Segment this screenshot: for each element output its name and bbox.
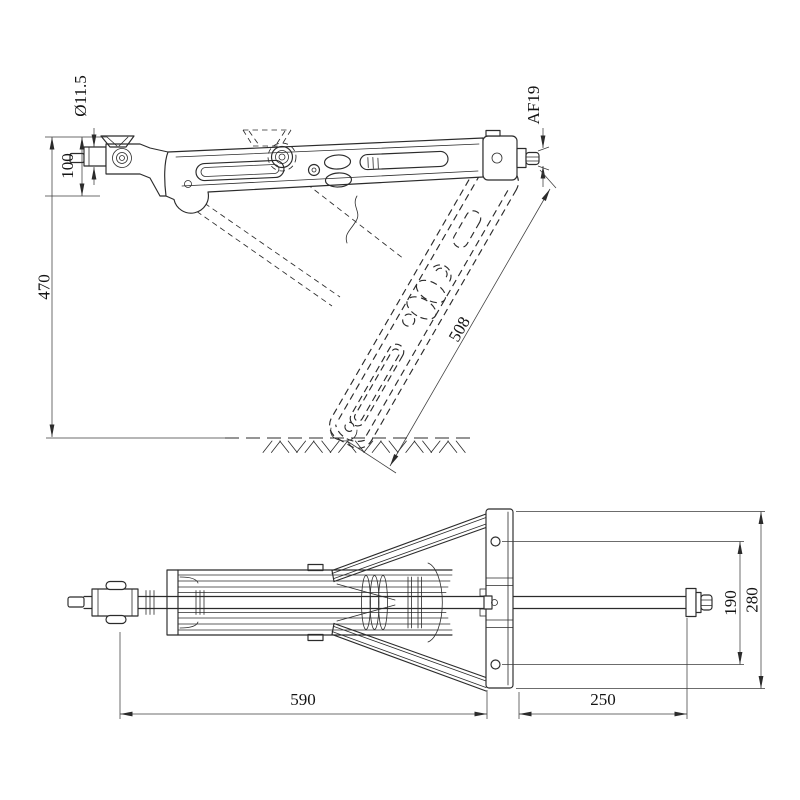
ground-line (46, 437, 472, 453)
guide-bracket (100, 135, 135, 148)
crank-coupler (67, 580, 139, 625)
shaft-hex-end (685, 587, 713, 618)
screw-shaft (83, 590, 687, 615)
guide-bracket-phantom (242, 129, 292, 147)
dim-label-hitch-height: 100 (58, 153, 77, 179)
dim-label-hole-spacing: 190 (721, 590, 740, 616)
dim-label-drive-hex: AF19 (524, 86, 543, 125)
dimension-crank-pin-diameter: Ø11.5 (71, 75, 97, 185)
drive-hex (525, 151, 540, 166)
dimension-shaft-extension: 250 (518, 618, 688, 719)
dim-label-crank-pin-diameter: Ø11.5 (71, 75, 90, 116)
dimension-leg-length: 508 (346, 169, 557, 474)
v-braces (331, 513, 487, 692)
dimension-hole-spacing: 190 (502, 541, 744, 665)
side-view: 470 100 Ø11.5 AF19 508 (34, 75, 557, 474)
spring-coils (361, 575, 388, 630)
stabilizer-leg (328, 158, 520, 449)
head-housing (482, 129, 540, 181)
leg-channels (166, 562, 453, 643)
main-arm (164, 137, 484, 244)
dimension-plate-width: 280 (516, 511, 765, 689)
mounting-plate (479, 508, 514, 689)
dim-label-overall-height: 470 (34, 274, 53, 300)
dimension-drive-hex: AF19 (524, 86, 550, 187)
cable-line (345, 195, 359, 244)
dim-label-plate-width: 280 (742, 587, 761, 613)
dim-label-leg-length: 508 (445, 313, 474, 345)
dim-label-body-length: 590 (290, 690, 316, 709)
pivot-bolt (491, 599, 498, 606)
mounting-hole-bottom (490, 659, 501, 670)
dim-label-shaft-extension: 250 (590, 690, 616, 709)
dimension-hitch-height: 100 (45, 137, 100, 197)
dimension-overall-height: 470 (34, 136, 107, 437)
mounting-hole-top (490, 536, 501, 547)
top-view: 590 250 190 280 (67, 508, 765, 719)
dimension-body-length: 590 (119, 632, 488, 719)
foot-pad (330, 427, 358, 442)
crank-hitch (69, 135, 169, 197)
arm-pivot (267, 142, 297, 172)
